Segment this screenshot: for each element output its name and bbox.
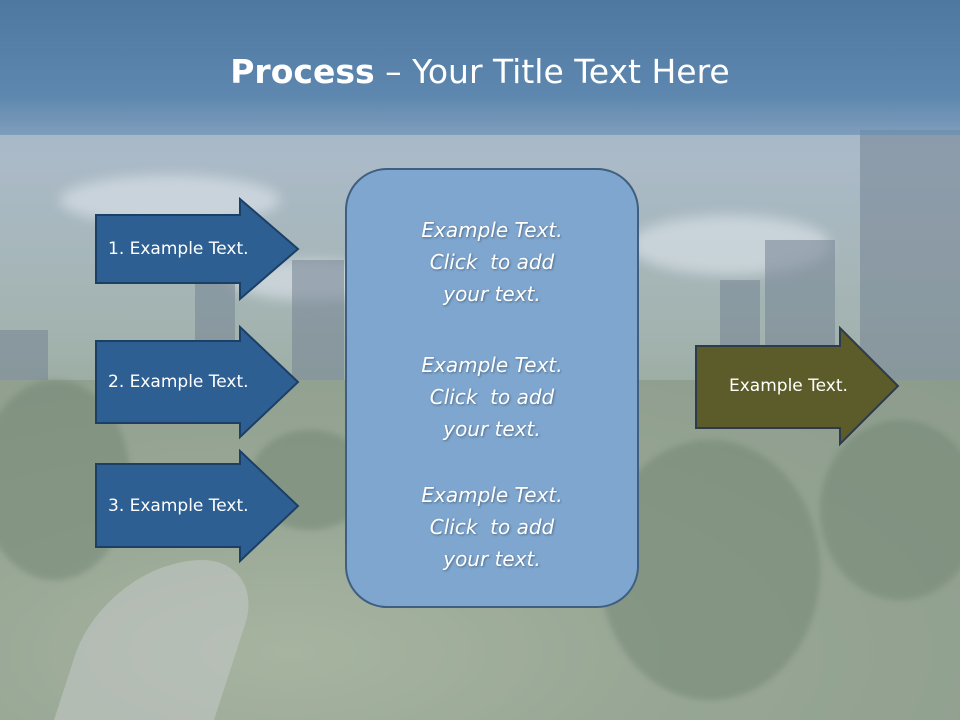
title-band xyxy=(0,0,960,135)
center-text-block-1: Example Text. Click to add your text. xyxy=(347,214,637,310)
step-arrow-1[interactable]: 1. Example Text. xyxy=(95,196,300,302)
slide-title[interactable]: Process – Your Title Text Here xyxy=(0,52,960,91)
step-label: 2. Example Text. xyxy=(108,372,249,392)
center-line: Click to add xyxy=(429,250,555,274)
output-arrow[interactable]: Example Text. xyxy=(695,325,900,447)
output-label: Example Text. xyxy=(729,376,848,396)
arrow-shape xyxy=(95,196,300,302)
center-line: your text. xyxy=(443,547,541,571)
step-label: 3. Example Text. xyxy=(108,496,249,516)
center-text-block-3: Example Text. Click to add your text. xyxy=(347,479,637,575)
center-line: Click to add xyxy=(429,515,555,539)
center-text-box[interactable]: Example Text. Click to add your text. Ex… xyxy=(345,168,639,608)
center-line: Example Text. xyxy=(421,483,563,507)
center-line: your text. xyxy=(443,282,541,306)
center-line: Click to add xyxy=(429,385,555,409)
center-line: Example Text. xyxy=(421,353,563,377)
arrow-shape xyxy=(95,324,300,440)
step-arrow-3[interactable]: 3. Example Text. xyxy=(95,448,300,564)
title-rest: – Your Title Text Here xyxy=(374,52,730,91)
step-label: 1. Example Text. xyxy=(108,239,249,259)
title-bold: Process xyxy=(230,52,375,91)
center-line: Example Text. xyxy=(421,218,563,242)
arrow-shape xyxy=(695,325,900,447)
arrow-shape xyxy=(95,448,300,564)
center-line: your text. xyxy=(443,417,541,441)
step-arrow-2[interactable]: 2. Example Text. xyxy=(95,324,300,440)
center-text-block-2: Example Text. Click to add your text. xyxy=(347,349,637,445)
